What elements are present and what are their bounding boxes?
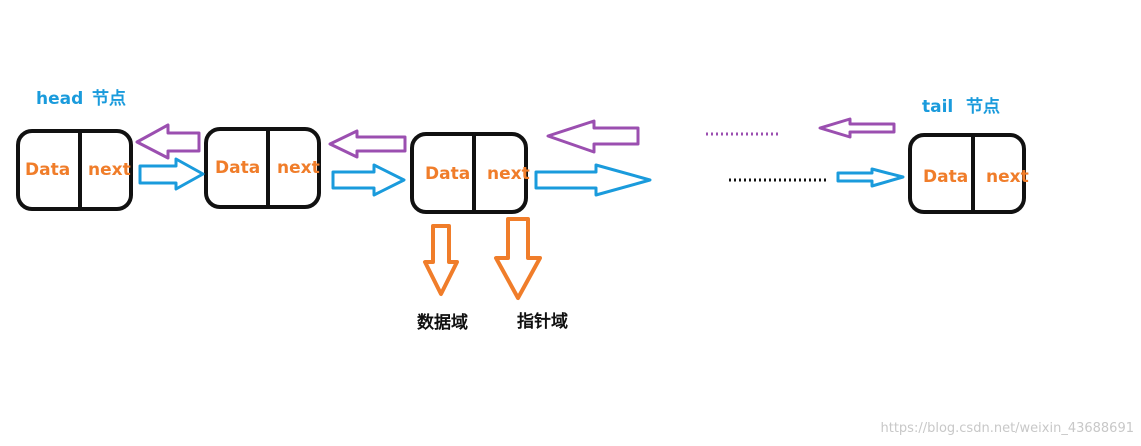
forward-arrow-2 xyxy=(331,163,406,197)
list-node-tail: Data next xyxy=(908,133,1029,214)
node-next-label: next xyxy=(487,164,530,184)
node-data-label: Data xyxy=(923,167,968,187)
pointer-field-arrow xyxy=(494,217,542,300)
node-next-label: next xyxy=(277,158,320,178)
backward-arrow-1 xyxy=(135,123,201,160)
forward-arrow-3 xyxy=(534,163,652,197)
pointer-field-label: 指针域 xyxy=(517,311,568,332)
node-data-label: Data xyxy=(215,158,260,178)
list-node-2: Data next xyxy=(204,127,321,209)
node-box xyxy=(16,129,133,211)
head-node-label: 节点 xyxy=(92,88,126,109)
data-field-arrow xyxy=(423,224,459,296)
node-data-label: Data xyxy=(25,160,70,180)
data-field-label: 数据域 xyxy=(417,312,468,333)
backward-arrow-4 xyxy=(818,117,896,139)
node-next-label: next xyxy=(88,160,131,180)
node-data-label: Data xyxy=(425,164,470,184)
tail-label: tail xyxy=(922,97,953,117)
node-box xyxy=(410,132,528,214)
list-node-3: Data next xyxy=(410,132,530,214)
node-box xyxy=(908,133,1026,214)
forward-arrow-1 xyxy=(138,157,205,191)
node-box xyxy=(204,127,321,209)
backward-arrow-3 xyxy=(546,119,640,154)
tail-node-label: 节点 xyxy=(966,96,1000,117)
watermark: https://blog.csdn.net/weixin_43688691 xyxy=(880,421,1134,436)
list-node-1: Data next xyxy=(16,129,133,211)
node-next-label: next xyxy=(986,167,1029,187)
forward-arrow-4 xyxy=(836,167,905,188)
head-label: head xyxy=(36,89,83,109)
backward-arrow-2 xyxy=(328,129,407,159)
